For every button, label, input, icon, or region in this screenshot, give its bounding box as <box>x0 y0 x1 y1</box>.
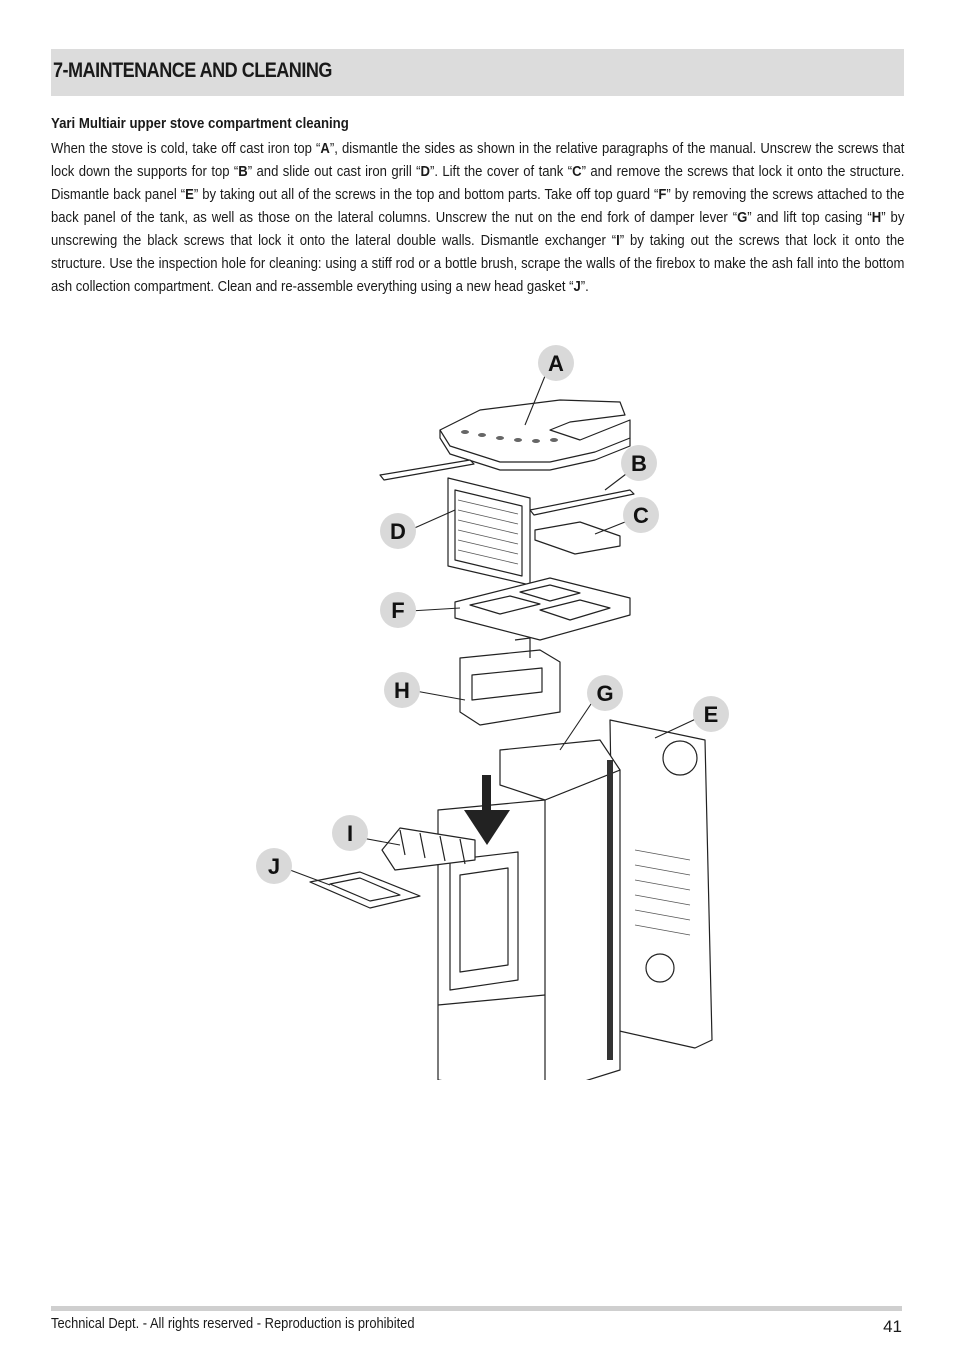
paragraph-text: ” by taking out the screws that lock it … <box>51 232 905 295</box>
insertion-arrow <box>464 775 510 845</box>
part-reference: I <box>616 232 620 249</box>
top-support-bars <box>379 459 635 516</box>
top-casing-part <box>459 637 561 726</box>
callout-label-b: B <box>631 451 647 476</box>
part-reference: G <box>737 209 748 226</box>
cast-iron-top-part <box>439 399 631 471</box>
callout-g: G <box>587 675 623 711</box>
callout-j: J <box>256 848 292 884</box>
part-reference: J <box>573 278 581 295</box>
tank-cover-part <box>534 521 621 555</box>
exploded-view-figure: A B C D E F G H <box>250 340 750 1080</box>
callout-f: F <box>380 592 416 628</box>
section-title: 7-MAINTENANCE AND CLEANING <box>53 59 332 82</box>
callout-label-c: C <box>633 503 649 528</box>
paragraph-text: ” by removing the screws attached to the… <box>51 186 905 226</box>
callout-label-i: I <box>347 821 353 846</box>
paragraph-text: ” by taking out all of the screws in the… <box>193 186 659 203</box>
exchanger-part <box>381 827 476 871</box>
callout-label-h: H <box>394 678 410 703</box>
paragraph-text: ” and slide out cast iron grill “ <box>247 163 421 180</box>
callout-label-d: D <box>390 519 406 544</box>
callout-label-a: A <box>548 351 564 376</box>
part-reference: F <box>658 186 667 203</box>
part-reference: B <box>238 163 248 180</box>
head-gasket-part <box>309 871 421 909</box>
callout-a: A <box>538 345 574 381</box>
cast-iron-grill-part <box>447 477 531 586</box>
subsection-title: Yari Multiair upper stove compartment cl… <box>51 115 349 132</box>
callout-label-f: F <box>391 598 404 623</box>
page-number: 41 <box>883 1317 902 1336</box>
paragraph-text: ” and remove the screws that lock it ont… <box>51 163 905 203</box>
callout-label-g: G <box>596 681 613 706</box>
back-panel-part <box>609 719 713 1049</box>
top-guard-frame-part <box>454 577 631 641</box>
footer-copyright: Technical Dept. - All rights reserved - … <box>51 1315 415 1332</box>
paragraph-text: ”. Lift the cover of tank “ <box>429 163 573 180</box>
stove-body <box>437 739 621 1080</box>
footer-rule <box>51 1306 902 1311</box>
callout-e: E <box>693 696 729 732</box>
callout-i: I <box>332 815 368 851</box>
section-header-bar: 7-MAINTENANCE AND CLEANING <box>51 49 904 96</box>
paragraph-text: ” and lift top casing “ <box>747 209 872 226</box>
callout-d: D <box>380 513 416 549</box>
part-reference: C <box>572 163 582 180</box>
callout-c: C <box>623 497 659 533</box>
callout-label-e: E <box>704 702 719 727</box>
callout-h: H <box>384 672 420 708</box>
paragraph-text: ” by unscrewing the black screws that lo… <box>51 209 905 249</box>
part-reference: H <box>871 209 882 226</box>
paragraph-text: ”, dismantle the sides as shown in the r… <box>51 140 905 180</box>
callout-leader-lines <box>289 375 701 886</box>
callout-label-j: J <box>268 854 280 879</box>
paragraph-text: When the stove is cold, take off cast ir… <box>51 140 321 157</box>
part-reference: D <box>420 163 430 180</box>
part-reference: E <box>185 186 194 203</box>
instructions-paragraph: When the stove is cold, take off cast ir… <box>51 137 904 298</box>
callout-b: B <box>621 445 657 481</box>
part-reference: A <box>320 140 330 157</box>
paragraph-text: ”. <box>580 278 589 295</box>
